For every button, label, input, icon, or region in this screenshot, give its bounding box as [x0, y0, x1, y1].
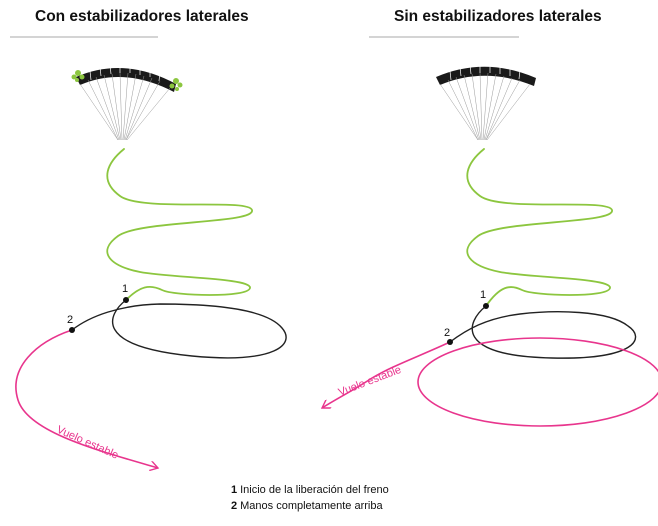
legend-number-1: 1 [231, 484, 238, 496]
right-canopy [436, 66, 536, 86]
right-paraglider [436, 64, 536, 141]
left-title-underline [10, 36, 158, 38]
right-suspension-lines [439, 72, 531, 141]
left-point-1-label: 1 [122, 283, 128, 295]
legend-text-2: Manos completamente arriba [240, 500, 383, 512]
right-stable-ring [417, 337, 658, 427]
left-recovery-loop [71, 299, 287, 359]
legend-text-1: Inicio de la liberación del freno [240, 484, 389, 496]
left-point-2-label: 2 [67, 314, 73, 326]
left-stable-flight-label: Vuelo estable [55, 424, 120, 462]
right-spiral-path [466, 148, 613, 307]
left-panel-title: Con estabilizadores laterales [35, 8, 249, 25]
right-point-2 [447, 339, 453, 345]
right-panel: 1 2 Vuelo estable [322, 64, 658, 427]
left-point-2 [69, 327, 75, 333]
right-stable-flight-label: Vuelo estable [337, 364, 403, 399]
right-point-1-label: 1 [480, 289, 486, 301]
left-stable-flight-path [15, 329, 158, 468]
right-canopy-ribs [449, 64, 521, 81]
left-stabilizer-right [169, 78, 183, 91]
left-canopy-ribs [89, 64, 161, 82]
right-stable-flight-path [322, 341, 451, 408]
right-recovery-loop [449, 305, 637, 359]
left-paraglider [71, 64, 183, 141]
left-stabilizer-left [71, 70, 85, 82]
right-title-underline [369, 36, 519, 38]
right-point-2-label: 2 [444, 327, 450, 339]
left-spiral-path [106, 148, 253, 301]
left-point-1 [123, 297, 129, 303]
left-suspension-lines [79, 72, 171, 141]
legend-number-2: 2 [231, 500, 238, 512]
left-panel: 1 2 Vuelo estable [15, 64, 287, 468]
right-panel-title: Sin estabilizadores laterales [394, 8, 602, 25]
right-point-1 [483, 303, 489, 309]
